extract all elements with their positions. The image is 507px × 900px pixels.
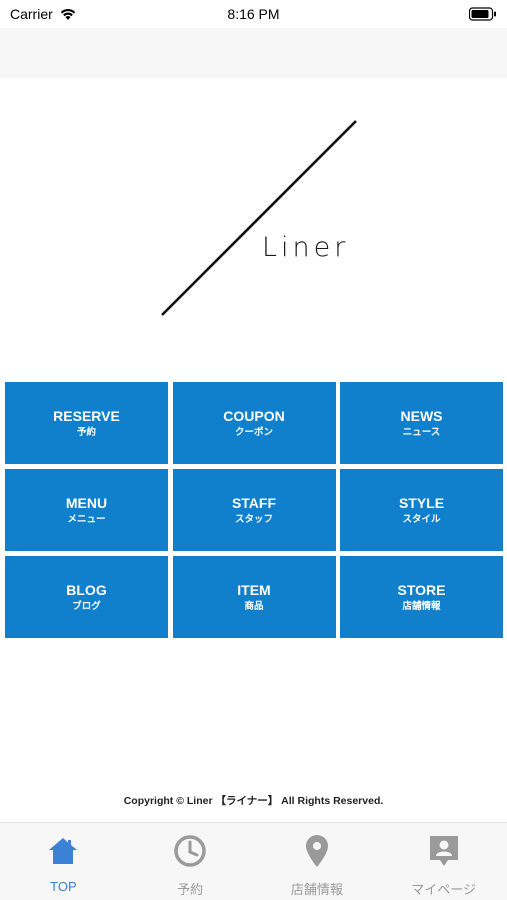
tile-title: RESERVE (53, 407, 120, 424)
tile-subtitle: 予約 (76, 426, 96, 438)
location-pin-icon (299, 833, 335, 869)
tile-subtitle: クーポン (234, 426, 273, 438)
tab-mypage[interactable]: マイページ (380, 823, 507, 900)
menu-tile-news[interactable]: NEWS ニュース (340, 382, 503, 464)
status-left: Carrier (10, 6, 77, 22)
tile-subtitle: ニュース (402, 426, 441, 438)
tile-title: BLOG (66, 581, 107, 598)
menu-tile-item[interactable]: ITEM 商品 (172, 556, 336, 638)
tile-subtitle: スタッフ (234, 513, 273, 525)
clock-icon (172, 833, 208, 869)
menu-tile-style[interactable]: STYLE スタイル (340, 469, 503, 551)
carrier-label: Carrier (10, 6, 53, 22)
logo-slash (161, 120, 357, 316)
tab-label: 予約 (177, 882, 204, 897)
status-bar: Carrier 8:16 PM (0, 0, 507, 28)
tab-store-info[interactable]: 店舗情報 (254, 823, 381, 900)
tab-label: 店舗情報 (290, 882, 343, 897)
profile-icon (426, 833, 462, 869)
menu-tile-menu[interactable]: MENU メニュー (5, 469, 168, 551)
copyright-text: Copyright © Liner 【ライナー】 All Rights Rese… (123, 795, 384, 807)
tile-subtitle: スタイル (402, 513, 441, 525)
tab-label: マイページ (411, 882, 476, 897)
tile-subtitle: 商品 (244, 600, 264, 612)
tab-top[interactable]: TOP (0, 823, 127, 900)
tile-title: COUPON (223, 407, 285, 424)
tile-title: STYLE (398, 494, 445, 511)
menu-tile-blog[interactable]: BLOG ブログ (5, 556, 168, 638)
tab-reserve[interactable]: 予約 (127, 823, 254, 900)
tile-title: MENU (65, 494, 108, 511)
tile-title: STORE (397, 581, 446, 598)
menu-tile-coupon[interactable]: COUPON クーポン (172, 382, 336, 464)
nav-header (0, 28, 507, 78)
tab-bar: TOP 予約 店舗情報 マイページ (0, 822, 507, 900)
tile-subtitle: 店舗情報 (402, 600, 441, 612)
battery-icon (469, 7, 496, 21)
tab-label: TOP (50, 879, 77, 894)
tile-title: ITEM (237, 581, 271, 598)
tile-subtitle: メニュー (67, 513, 106, 525)
menu-tile-store[interactable]: STORE 店舗情報 (340, 556, 503, 638)
menu-grid: RESERVE 予約 COUPON クーポン NEWS ニュース MENU メニ… (5, 382, 503, 638)
menu-tile-staff[interactable]: STAFF スタッフ (172, 469, 336, 551)
home-icon (45, 833, 81, 869)
logo-text: Liner (262, 232, 350, 263)
menu-tile-reserve[interactable]: RESERVE 予約 (5, 382, 168, 464)
tile-title: STAFF (231, 494, 277, 511)
tile-title: NEWS (400, 407, 443, 424)
tile-subtitle: ブログ (72, 600, 101, 612)
wifi-icon (60, 8, 75, 20)
